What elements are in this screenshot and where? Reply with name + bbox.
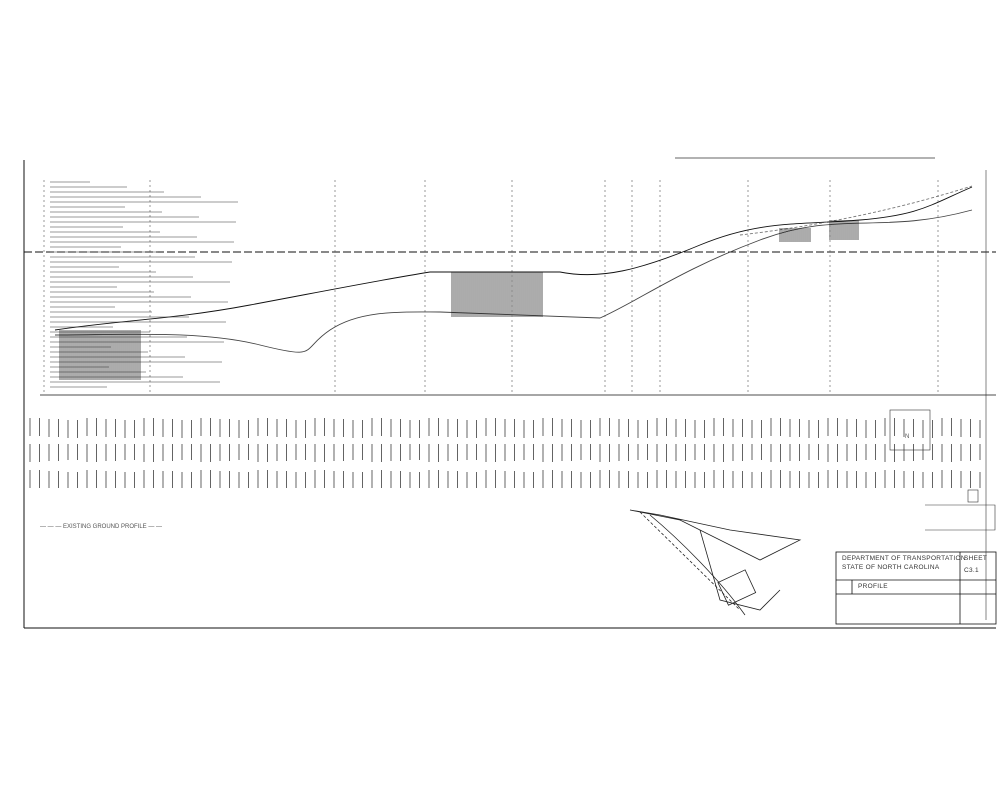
sheet-frame: [23, 157, 996, 629]
profile-grid: [43, 180, 939, 395]
title-block-line2: STATE OF NORTH CAROLINA: [842, 564, 940, 571]
profile-lines: [54, 185, 973, 353]
sheet-label: SHEET: [964, 555, 988, 562]
title-block: [835, 551, 997, 625]
north-arrow-icon: N: [905, 434, 910, 440]
detail-marks: [889, 170, 996, 620]
proposed-grade-line: [54, 186, 973, 331]
existing-ground-line: [54, 209, 973, 353]
profile-curve-dashed: [739, 185, 973, 236]
sheet-number: C3.1: [964, 567, 979, 574]
elevation-scale: [50, 181, 238, 388]
left-note: — — — EXISTING GROUND PROFILE — —: [40, 524, 163, 530]
hatched-areas: [59, 220, 859, 380]
plan-inset: [629, 509, 802, 616]
title-block-line1: DEPARTMENT OF TRANSPORTATION: [842, 555, 966, 562]
title-block-line3: PROFILE: [858, 583, 888, 590]
station-columns: [29, 418, 981, 488]
